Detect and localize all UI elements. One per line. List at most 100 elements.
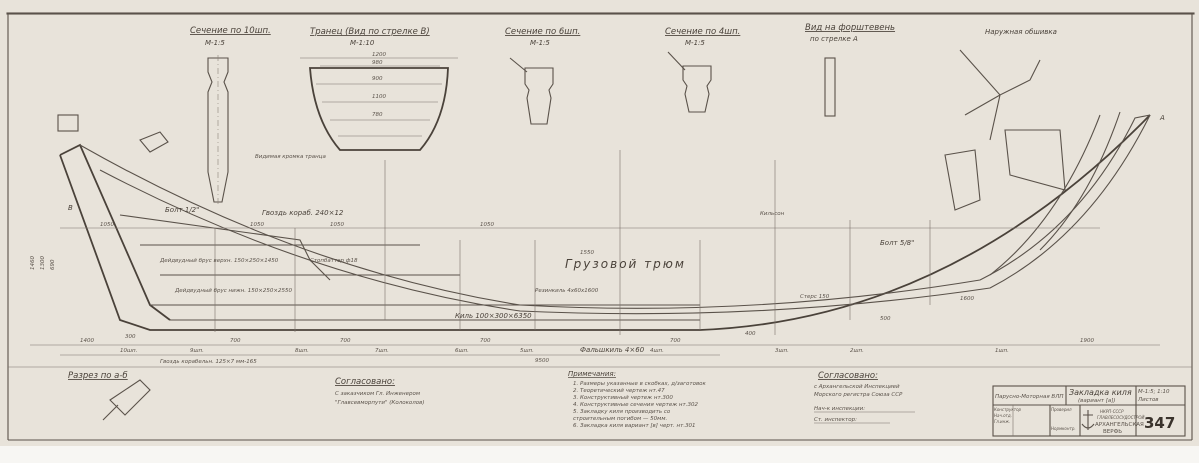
svg-text:1050: 1050 [330,222,344,228]
keel-laying-drawing: Сечение по 10шп. M-1:5 Транец (Вид по ст… [6,12,1195,441]
svg-text:700: 700 [230,338,241,344]
arrow-a-label: А [1159,114,1165,122]
svg-text:1300: 1300 [40,256,46,270]
section-title: Транец (Вид по стрелке В) [310,27,430,37]
transom-note: Видимая кромка транца [255,154,326,160]
frame-marks: 10шп. 9шп. 8шп. 7шп. 6шп. 5шп. 4шп. 3шп.… [120,348,1009,354]
svg-text:ВЕРФЬ: ВЕРФЬ [1103,429,1122,435]
svg-text:1100: 1100 [372,94,386,100]
section-frame6: Сечение по 6шп. M-1:5 [505,27,580,125]
section-scale: M-1:5 [685,39,705,47]
agreed-right: Согласовано: с Архангельской Инспекцией … [814,371,915,424]
svg-text:1600: 1600 [960,296,974,302]
transom-outline [309,67,449,151]
svg-text:4шп.: 4шп. [650,348,664,354]
outer-skin-detail: Наружная обшивка [944,28,1066,211]
svg-text:1200: 1200 [372,52,386,58]
stem-line [989,111,1121,276]
svg-text:5шп.: 5шп. [520,348,534,354]
svg-text:Примечания:: Примечания: [568,370,616,378]
svg-text:ГЛАВЛЕСОСУДОСТРОЙ: ГЛАВЛЕСОСУДОСТРОЙ [1097,415,1145,420]
svg-text:700: 700 [340,338,351,344]
svg-text:500: 500 [880,316,891,322]
section-scale: M-1:5 [530,39,550,47]
svg-text:Нач-к инспекции:: Нач-к инспекции: [814,406,865,412]
cargo-hold-label: Грузовой трюм [565,257,686,271]
arrow-b-label: В [68,204,73,212]
svg-text:Проверил: Проверил [1051,407,1072,412]
svg-text:1900: 1900 [1080,338,1094,344]
section-subtitle: по стрелке А [810,35,858,43]
section-title: Сечение по 10шп. [190,26,271,36]
section-stem-view: Вид на форштевень по стрелке А [805,23,895,117]
svg-text:Согласовано:: Согласовано: [335,377,395,387]
rising-wood-line [99,114,1151,315]
blueprint-sheet: Сечение по 10шп. M-1:5 Транец (Вид по ст… [0,0,1199,446]
svg-text:Листов: Листов [1137,397,1159,403]
frame4-profile [682,65,712,113]
section-transom: Транец (Вид по стрелке В) M-1:10 1200 98… [255,27,458,160]
svg-text:8шп.: 8шп. [295,348,309,354]
svg-text:НКРП-СССР: НКРП-СССР [1100,409,1124,414]
keel-bottom-line [59,114,1151,331]
svg-text:Закладка киля: Закладка киля [1069,388,1132,397]
bolt-label: Болт 5/8" [880,239,914,247]
agreed-left: Согласовано: С заказчиком Гл. Инженером … [335,377,425,406]
svg-text:1460: 1460 [30,256,36,270]
svg-text:2. Теоретический чертеж нт.47: 2. Теоретический чертеж нт.47 [573,388,665,394]
false-keel-label: Фальшкиль 4×60 [580,346,645,354]
svg-text:4. Конструктивные сечения черт: 4. Конструктивные сечения чертеж нт.302 [573,402,698,408]
svg-text:3. Конструктивный чертеж нт.30: 3. Конструктивный чертеж нт.300 [573,395,673,401]
svg-text:300: 300 [125,334,136,340]
svg-text:7шп.: 7шп. [375,348,389,354]
section-title: Сечение по 6шп. [505,27,580,37]
svg-text:АРХАНГЕЛЬСКАЯ: АРХАНГЕЛЬСКАЯ [1095,422,1144,428]
deadwood-upper-label: Дейдвудный брус верхн. 150×250×1450 [159,258,279,264]
svg-text:М-1:5; 1:10: М-1:5; 1:10 [1138,389,1170,395]
svg-text:6шп.: 6шп. [455,348,469,354]
frame10-profile [207,57,229,203]
keel-label: Киль 100×300×6350 [455,312,532,320]
ship-nail-label: Гвоздь корабельн. 125×7 мм-165 [160,359,257,365]
svg-text:9шп.: 9шп. [190,348,204,354]
section-frame4: Сечение по 4шп. M-1:5 [665,27,740,113]
dimension-labels: 1050 1050 1050 1050 1550 700 700 700 700… [30,222,1094,364]
section-frame10: Сечение по 10шп. M-1:5 [190,26,271,205]
deadwood-lower-label: Дейдвудный брус нижн. 150×250×2550 [174,288,292,294]
svg-text:1. Размеры указанные в скобках: 1. Размеры указанные в скобках, д/загото… [573,381,707,387]
section-title: Сечение по 4шп. [665,27,740,37]
svg-text:Гл.инж.: Гл.инж. [994,419,1010,424]
svg-text:с Архангельской Инспекцией: с Архангельской Инспекцией [814,384,900,390]
stern-detail [57,114,79,132]
stanchion-label: Стопбаттер ф18 [310,258,358,264]
rubber-label: Резинкиль 4x60x1600 [535,288,599,294]
border-top [6,12,1195,15]
section-scale: M-1:5 [205,39,225,47]
svg-text:400: 400 [745,331,756,337]
title-block: Парусно-Моторная ВЛП Закладка киля (вари… [992,385,1186,437]
svg-text:980: 980 [372,60,383,66]
anchor-logo-icon [1081,410,1095,430]
keel-profile [30,111,1160,356]
svg-text:5. Закладку киля производить с: 5. Закладку киля производить со [573,409,671,415]
svg-text:(вариант [а]): (вариант [а]) [1078,398,1116,404]
svg-text:1400: 1400 [80,338,94,344]
svg-text:Нормконтр.: Нормконтр. [1051,426,1076,431]
svg-text:строительным погибом — 50мм.: строительным погибом — 50мм. [573,416,667,422]
svg-text:1шп.: 1шп. [995,348,1009,354]
drawing-number: 347 [1144,414,1175,432]
svg-text:10шп.: 10шп. [120,348,138,354]
sternpost [59,143,171,321]
svg-text:Конструктор: Конструктор [994,407,1022,412]
svg-text:Нач.отд.: Нач.отд. [994,413,1012,418]
svg-text:3шп.: 3шп. [775,348,789,354]
svg-text:700: 700 [480,338,491,344]
svg-text:1050: 1050 [250,222,264,228]
keelson-line [79,114,1151,309]
svg-text:Морского регистра Союза ССР: Морского регистра Союза ССР [814,392,903,398]
svg-text:Парусно-Моторная ВЛП: Парусно-Моторная ВЛП [995,394,1063,400]
section-scale: M-1:10 [350,39,375,47]
section-ab-drawing [102,379,151,421]
svg-text:1550: 1550 [580,250,594,256]
svg-text:Наружная обшивка: Наружная обшивка [985,28,1057,36]
